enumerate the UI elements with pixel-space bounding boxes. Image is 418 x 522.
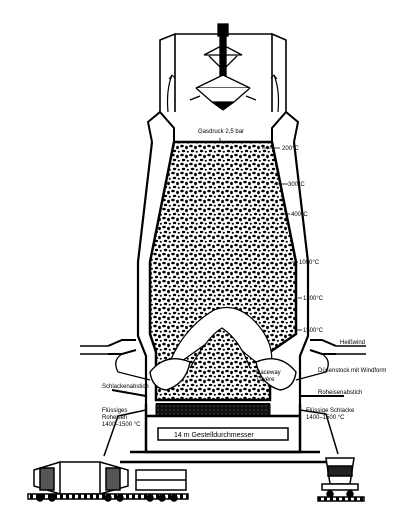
temp-label-6: 1500°C: [303, 328, 324, 334]
charging-bell: [189, 23, 257, 111]
right-outlet-label-1: Flüssige Schlacke: [306, 408, 355, 414]
raceways: [149, 358, 297, 391]
hearth-diameter-label: 14 m Gestelldurchmesser: [174, 432, 254, 439]
left-pipe-label: Schlackenabstich: [102, 384, 149, 390]
tuyere-label: Düsenstock mit Windform: [318, 368, 386, 374]
tuyere-zone-label: Tuyère: [256, 377, 275, 383]
raceway-label: Raceway: [256, 370, 281, 376]
left-outlet-label-1: Flüssiges: [102, 408, 127, 414]
hot-blast-main: [80, 339, 366, 381]
hot-blast-label: Heißwind: [340, 340, 365, 346]
temperature-leaders: [219, 138, 302, 331]
tapping-pipes: [103, 389, 344, 457]
temp-label-5: 1200°C: [303, 296, 324, 302]
right-outlet-label-2: 1400–1500 °C: [306, 415, 345, 421]
cohesive-zone: [164, 306, 273, 374]
top-pressure-label: Gasdruck 2,5 bar: [198, 129, 244, 135]
slag-pot-car: [317, 457, 365, 502]
left-outlet-label-3: 1400–1500 °C: [102, 422, 141, 428]
temp-label-4: 1000°C: [299, 260, 320, 266]
temp-label-2: 300°C: [288, 182, 305, 188]
furnace-throat: [146, 111, 300, 143]
hearth-iron: [155, 403, 271, 417]
torpedo-ladle-car: [27, 461, 189, 502]
shaft-lining: [136, 141, 310, 404]
right-pipe-label: Roheisenabstich: [318, 390, 362, 396]
temp-label-1: 200°C: [282, 146, 299, 152]
hearth-structure: [120, 404, 330, 464]
temp-label-3: 400°C: [291, 212, 308, 218]
left-outlet-label-2: Roheisen: [102, 415, 127, 421]
